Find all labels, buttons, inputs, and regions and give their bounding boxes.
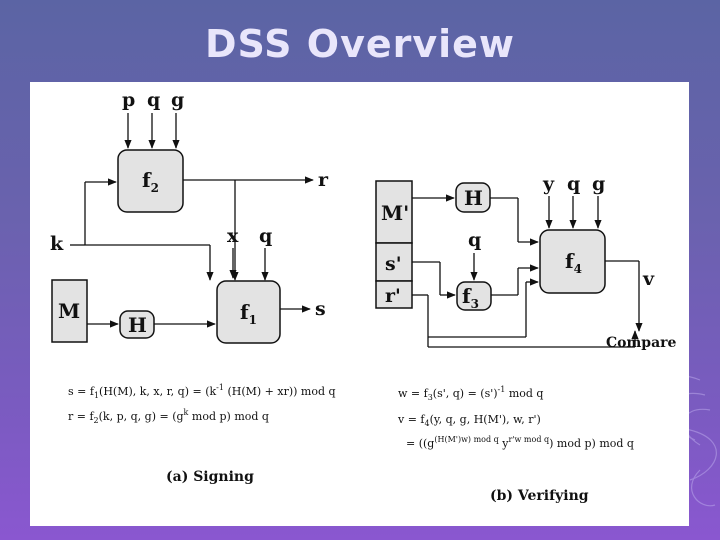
sign-output-r: r (318, 169, 329, 191)
compare-label: Compare (606, 335, 677, 351)
verify-input-q2: q (468, 229, 481, 251)
sign-equation-s: s = f1(H(M), k, x, r, q) = (k-1 (H(M) + … (68, 383, 336, 400)
sig-label-sprime: s' (385, 253, 402, 275)
verifying-caption: (b) Verifying (490, 488, 589, 504)
sign-input-k: k (50, 233, 64, 255)
f4-label: f4 (565, 249, 582, 276)
f1-label: f1 (240, 300, 257, 327)
sig-box-sprime (375, 242, 413, 282)
f3-label: f3 (462, 284, 479, 311)
signing-diagram: p q g f2 r k x q M H (50, 89, 336, 485)
signing-caption: (a) Signing (166, 469, 254, 485)
verify-input-q: q (567, 173, 580, 195)
verify-equation-w: w = f3(s', q) = (s')-1 mod q (398, 385, 543, 402)
message-label-M: M (58, 299, 80, 323)
f2-label: f2 (142, 168, 159, 195)
sign-input-q2: q (259, 225, 272, 247)
sign-output-s: s (315, 298, 326, 320)
verify-input-y: y (542, 173, 555, 195)
slide-title: DSS Overview (204, 22, 516, 66)
verify-equation-v-expanded: = ((g(H(M')w) mod q yr'w mod q) mod p) m… (406, 435, 634, 450)
message-box-M (51, 279, 88, 343)
f1-box (216, 280, 281, 344)
sign-input-g: g (171, 89, 184, 111)
verify-output-v: v (642, 268, 655, 290)
verify-hash-label-H: H (464, 186, 483, 210)
sign-input-x: x (227, 225, 239, 247)
verify-equation-v: v = f4(y, q, g, H(M'), w, r') (397, 413, 541, 428)
sign-input-p: p (122, 89, 135, 111)
verifying-diagram: M' s' r' H y q g f4 q f3 (375, 173, 677, 504)
sig-label-rprime: r' (385, 285, 401, 307)
dss-diagram: p q g f2 r k x q M H (50, 89, 677, 504)
diagram-panel: p q g f2 r k x q M H (30, 82, 689, 526)
hash-label-H: H (128, 313, 147, 337)
f2-box (117, 149, 184, 213)
sign-equation-r: r = f2(k, p, q, g) = (gk mod p) mod q (68, 408, 269, 425)
sign-input-q: q (147, 89, 160, 111)
message-label-Mprime: M' (381, 201, 409, 225)
f3-box (456, 281, 492, 311)
verify-input-g: g (592, 173, 605, 195)
